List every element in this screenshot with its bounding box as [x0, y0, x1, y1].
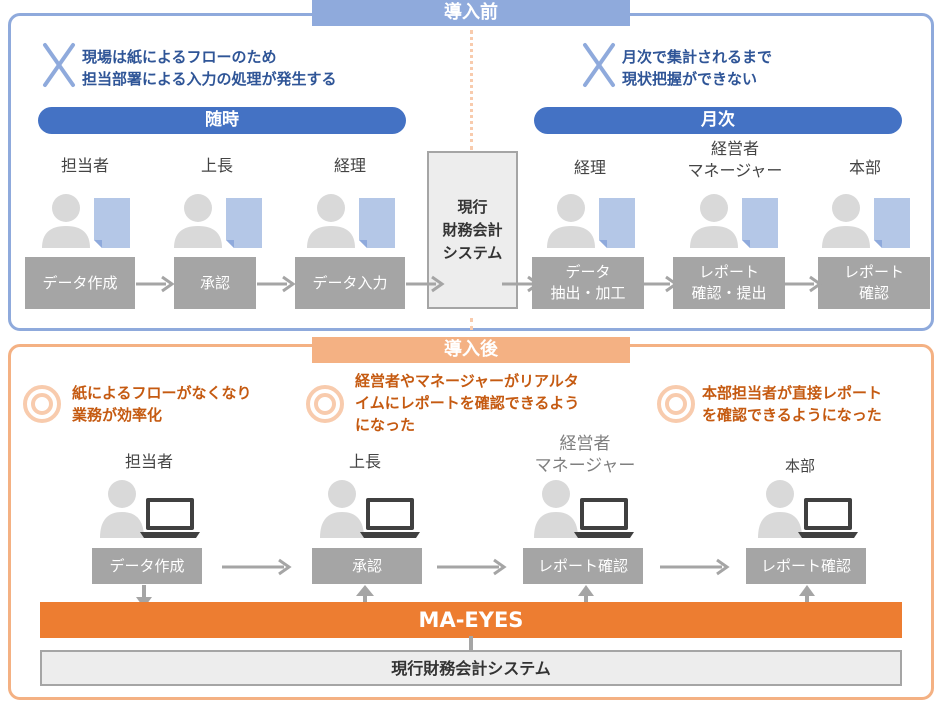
- person-document-icon: [42, 194, 130, 248]
- role-label: 担当者: [60, 156, 109, 175]
- benefit-efficiency: 紙によるフローがなくなり 業務が効率化: [72, 384, 252, 424]
- pill-monthly: 月次: [534, 107, 902, 134]
- arrow-right-icon: [502, 275, 541, 293]
- cross-icon: [43, 43, 75, 87]
- role-label: 経理: [333, 156, 366, 175]
- step-report-review-submit: レポート 確認・提出: [673, 257, 785, 309]
- role-label: 本部: [784, 457, 815, 475]
- arrow-right-icon: [660, 558, 730, 576]
- role-label: 経営者 マネージャー: [534, 434, 636, 476]
- arrow-right-icon: [257, 275, 296, 293]
- role-label: 本部: [848, 158, 881, 177]
- after-title: 導入後: [312, 337, 630, 363]
- step-approval: 承認: [312, 548, 422, 584]
- benefit-realtime: 経営者やマネージャーがリアルタ イムにレポートを確認できるよう になった: [355, 372, 580, 434]
- role-label: 経理: [573, 158, 606, 177]
- step-extract-process: データ 抽出・加工: [532, 257, 644, 309]
- circle-icon: [657, 385, 695, 423]
- role-label: 上長: [200, 156, 233, 175]
- arrow-right-icon: [222, 558, 292, 576]
- role-label: 経営者 マネージャー: [687, 139, 783, 180]
- step-report-review: レポート確認: [523, 548, 643, 584]
- step-data-creation: データ作成: [25, 257, 135, 309]
- person-laptop-icon: [758, 480, 858, 538]
- pill-ad-hoc: 随時: [38, 107, 406, 134]
- person-laptop-icon: [100, 480, 200, 538]
- cross-icon: [583, 43, 615, 87]
- step-report-review: レポート 確認: [818, 257, 930, 309]
- role-label: 担当者: [124, 452, 173, 471]
- issue-left: 現場は紙によるフローのため 担当部署による入力の処理が発生する: [82, 48, 337, 88]
- arrow-right-icon: [640, 275, 679, 293]
- arrow-right-icon: [784, 275, 823, 293]
- arrow-right-icon: [437, 558, 507, 576]
- role-label: 上長: [348, 452, 381, 471]
- circle-icon: [23, 385, 61, 423]
- issue-right: 月次で集計されるまで 現状把握ができない: [622, 48, 773, 88]
- circle-icon: [306, 385, 344, 423]
- person-document-icon: [174, 194, 262, 248]
- person-document-icon: [307, 194, 395, 248]
- arrow-right-icon: [136, 275, 175, 293]
- ma-eyes-bar: MA-EYES: [40, 602, 902, 638]
- step-data-creation: データ作成: [92, 548, 202, 584]
- benefit-direct-report: 本部担当者が直接レポート を確認できるようになった: [702, 384, 883, 424]
- step-approval: 承認: [174, 257, 256, 309]
- step-data-entry: データ入力: [295, 257, 405, 309]
- person-laptop-icon: [320, 480, 420, 538]
- person-document-icon: [690, 194, 778, 248]
- person-laptop-icon: [534, 480, 634, 538]
- step-report-review: レポート確認: [746, 548, 866, 584]
- arrow-right-icon: [406, 275, 445, 293]
- person-document-icon: [822, 194, 910, 248]
- before-title: 導入前: [312, 0, 630, 26]
- current-accounting-system-bar: 現行財務会計システム: [40, 650, 902, 686]
- person-document-icon: [547, 194, 635, 248]
- center-divider-lower: [470, 318, 473, 330]
- center-divider: [470, 30, 473, 150]
